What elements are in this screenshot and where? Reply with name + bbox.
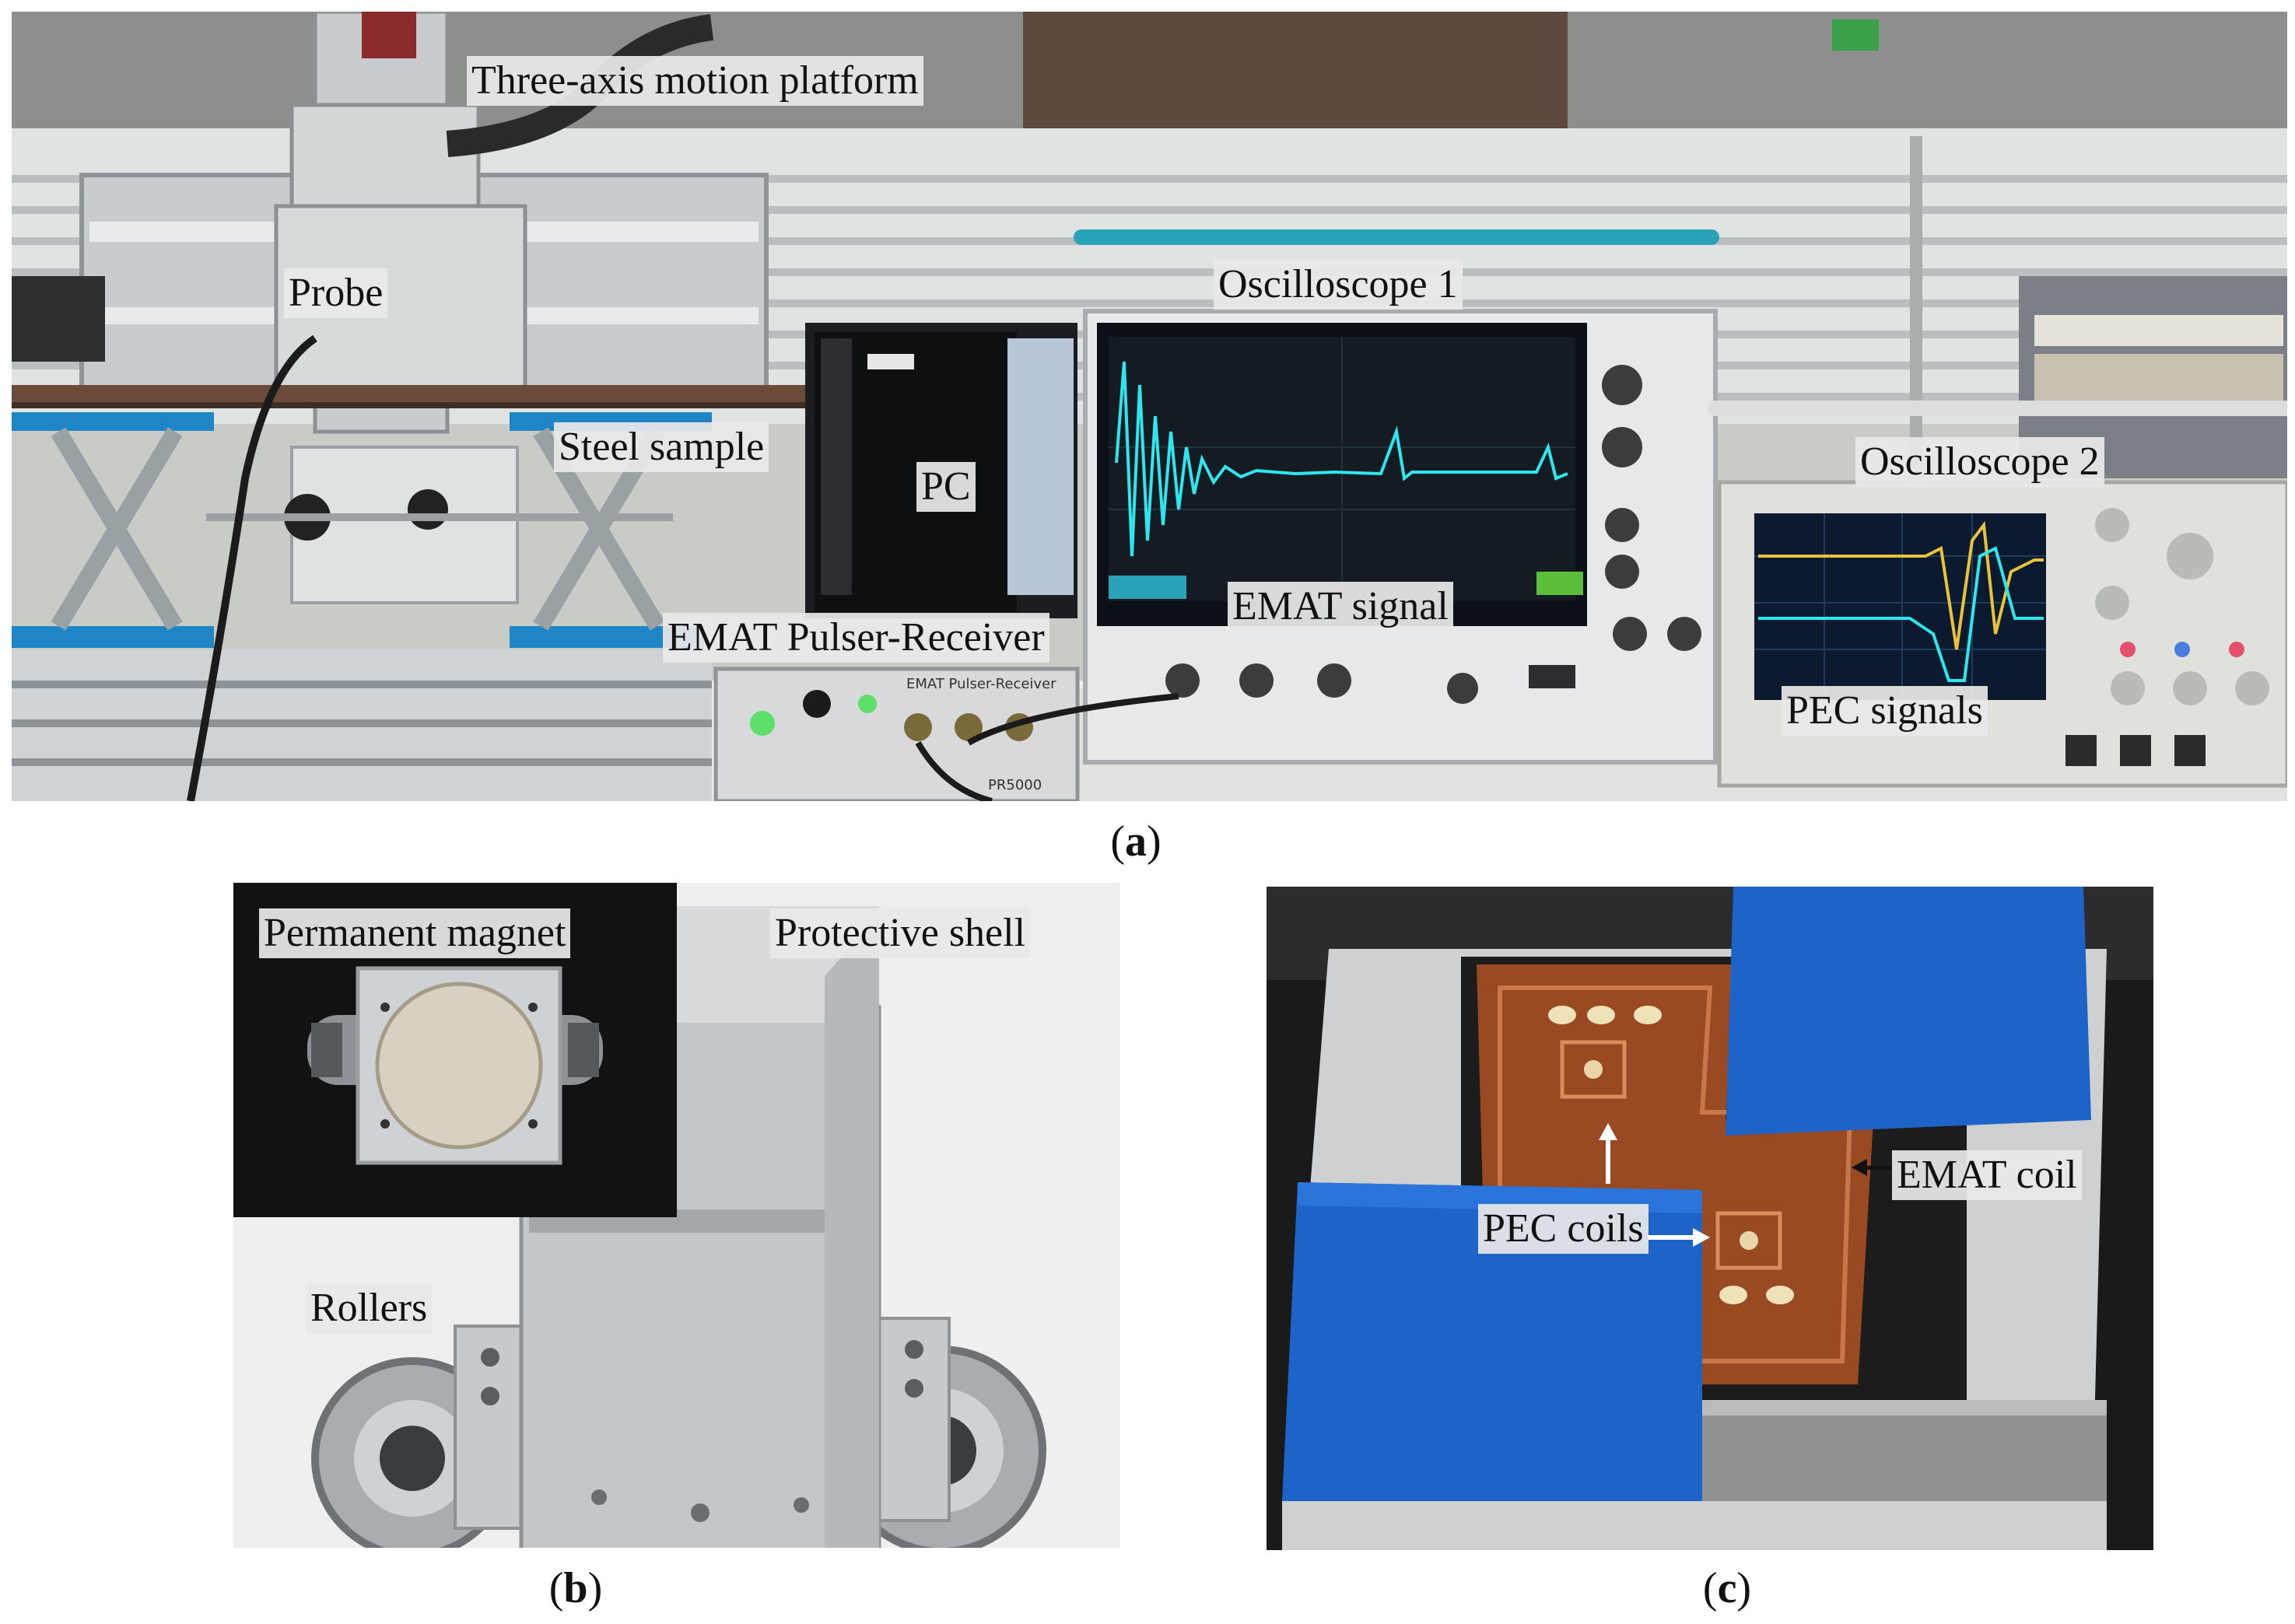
emat-coil-arrowhead <box>1852 1159 1867 1176</box>
probe-housing-photo <box>233 883 1120 1548</box>
pec-waveform-yellow <box>1758 520 2044 650</box>
label-pc: PC <box>916 462 976 512</box>
label-three-axis-motion-platform: Three-axis motion platform <box>467 56 923 106</box>
caption-a: (a) <box>1110 817 1162 866</box>
lab-setup-photo: EMAT Pulser-Receiver PR5000 <box>12 12 2287 801</box>
pulser-panel-text: EMAT Pulser-Receiver <box>906 676 1056 692</box>
label-emat-pulser-receiver: EMAT Pulser-Receiver <box>663 613 1049 663</box>
emat-waveform <box>1115 361 1568 557</box>
pec-coil-arrow-up <box>1606 1136 1610 1184</box>
label-oscilloscope-2: Oscilloscope 2 <box>1855 437 2104 487</box>
emat-coil-arrow-line <box>1866 1166 1906 1170</box>
pec-coil-arrow-right <box>1648 1235 1694 1240</box>
pec-coil-arrowhead-right <box>1693 1228 1710 1247</box>
sensor-coils-photo <box>1267 887 2153 1550</box>
label-permanent-magnet: Permanent magnet <box>259 908 571 958</box>
label-pec-coils: PEC coils <box>1478 1204 1649 1254</box>
label-steel-sample: Steel sample <box>554 422 769 472</box>
label-probe: Probe <box>284 268 388 318</box>
panel-a-photo: EMAT Pulser-Receiver PR5000 <box>12 12 2287 801</box>
pec-coil-arrowhead-up <box>1599 1123 1617 1140</box>
pulser-model-text: PR5000 <box>988 777 1042 793</box>
label-pec-signals: PEC signals <box>1782 686 1988 736</box>
label-emat-signal: EMAT signal <box>1228 582 1453 632</box>
panel-c-photo <box>1267 887 2153 1550</box>
panel-b-photo <box>233 883 1120 1548</box>
label-protective-shell: Protective shell <box>770 908 1031 958</box>
label-oscilloscope-1: Oscilloscope 1 <box>1214 260 1463 310</box>
label-rollers: Rollers <box>306 1283 433 1333</box>
pec-waveform-cyan <box>1758 546 2044 682</box>
caption-c: (c) <box>1702 1564 1752 1612</box>
caption-b: (b) <box>548 1564 603 1612</box>
label-emat-coil: EMAT coil <box>1892 1150 2082 1200</box>
